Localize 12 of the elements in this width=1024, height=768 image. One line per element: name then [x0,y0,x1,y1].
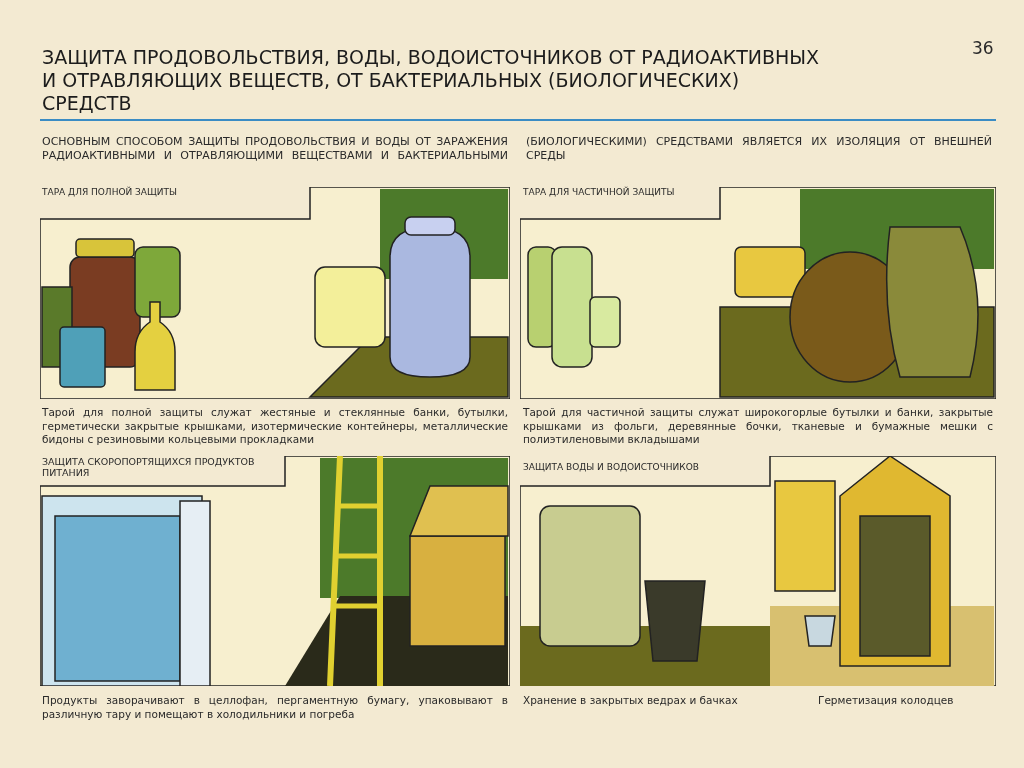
section-heading: ЗАЩИТА ВОДЫ И ВОДОИСТОЧНИКОВ [523,462,700,472]
caption-text: Герметизация колодцев [818,694,955,708]
section-heading: ТАРА ДЛЯ ПОЛНОЙ ЗАЩИТЫ [42,187,179,197]
caption-text: Продукты заворачивают в целлофан, пергаментную бумагу, упаковывают в различную тару и помещают в холодильники и погреба [42,694,508,722]
section-heading: ЗАЩИТА СКОРОПОРТЯЩИХСЯ ПРОДУКТОВ ПИТАНИЯ [42,456,256,478]
section-heading: ТАРА ДЛЯ ЧАСТИЧНОЙ ЗАЩИТЫ [523,187,676,197]
page-number: 36 [972,38,995,58]
caption-text: Тарой для частичной защиты служат широкогорлые бутылки и банки, закрытые крышками из фольги, деревянные бочки, тканевые и бумажные мешки с полиэтиленовыми вкладышами [523,406,993,447]
intro-paragraph: ОСНОВНЫМ СПОСОБОМ ЗАЩИТЫ ПРОДОВОЛЬСТВИЯ И ВОДЫ ОТ ЗАРАЖЕНИЯ РАДИОАКТИВНЫМИ И ОТРАВЛЯЮЩИМИ ВЕЩЕСТВАМИ И БАКТЕРИАЛЬНЫМИ (БИОЛОГИЧЕСКИМИ) СРЕДСТВАМИ ЯВЛЯЕТСЯ ИХ ИЗОЛЯЦИЯ ОТ ВНЕШНЕЙ СРЕДЫ [42,135,992,164]
page-title: ЗАЩИТА ПРОДОВОЛЬСТВИЯ, ВОДЫ, ВОДОИСТОЧНИКОВ ОТ РАДИОАКТИВНЫХ И ОТРАВЛЯЮЩИХ ВЕЩЕСТВ, ОТ БАКТЕРИАЛЬНЫХ (БИОЛОГИЧЕСКИХ) СРЕДСТВ [42,46,821,115]
caption-text: Тарой для полной защиты служат жестяные и стеклянные банки, бутылки, герметически закрытые крышками, изотермические контейнеры, металлические бидоны с резиновыми кольцевыми прокладками [42,406,508,447]
caption-text: Хранение в закрытых ведрах и бачках [523,694,739,708]
